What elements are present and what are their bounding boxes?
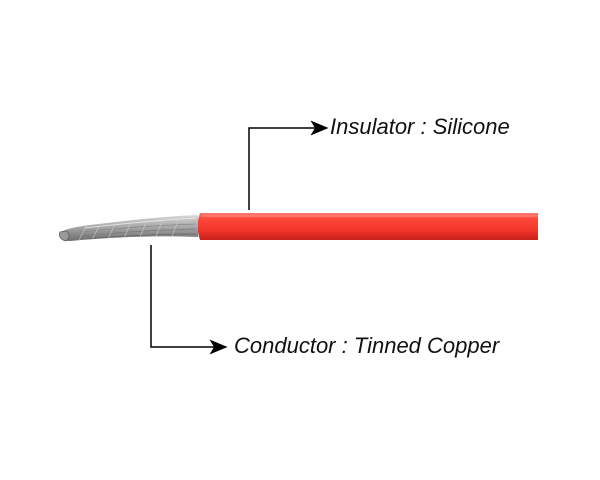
conductor-label: Conductor : Tinned Copper (234, 333, 500, 358)
insulator-leader-line (248, 120, 329, 210)
conductor-strands (58, 215, 199, 242)
conductor-leader-line (150, 245, 228, 355)
insulation-jacket (197, 213, 538, 240)
insulator-label: Insulator : Silicone (330, 114, 510, 139)
